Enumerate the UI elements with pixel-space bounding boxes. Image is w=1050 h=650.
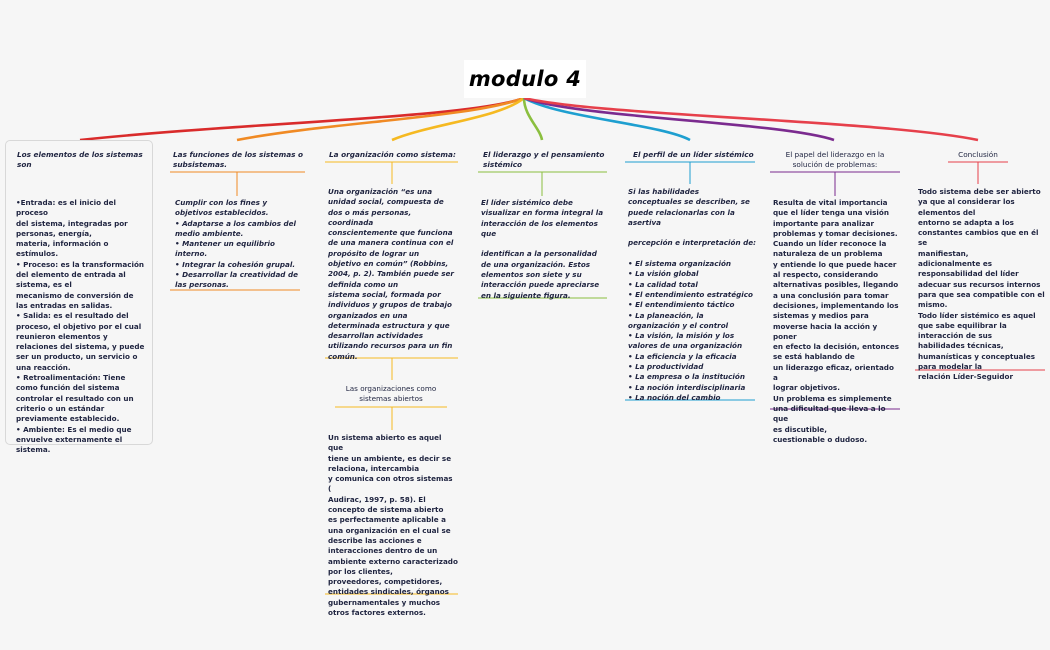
branch-header-liderazgo[interactable]: El liderazgo y el pensamiento sistémico [483, 150, 605, 169]
branch-body-conclusion[interactable]: Todo sistema debe ser abierto ya que al … [918, 187, 1045, 382]
branch-header-papel[interactable]: El papel del liderazgo en la solución de… [785, 150, 885, 169]
branch-header-elementos[interactable]: Los elementos de los sistemas son [17, 150, 143, 169]
branch-line-elementos [79, 96, 525, 142]
branch-body-perfil[interactable]: Si las habilidades conceptuales se descr… [628, 187, 756, 402]
branch-line-perfil [523, 96, 691, 142]
elementos-panel [5, 140, 153, 445]
branch-line-conclusion [523, 96, 979, 142]
branch-line-papel [523, 96, 835, 142]
branch-body-elementos[interactable]: •Entrada: es el inicio del proceso del s… [16, 198, 145, 455]
branch-body-funciones[interactable]: Cumplir con los fines y objetivos establ… [175, 198, 298, 290]
branch-line-liderazgo [522, 97, 544, 141]
branch-header-organizacion[interactable]: La organización como sistema: [329, 150, 456, 159]
branch-body-organizacion[interactable]: Una organización “es una unidad social, … [328, 187, 454, 361]
central-topic-title: modulo 4 [468, 67, 582, 91]
central-topic[interactable]: modulo 4 [464, 60, 586, 98]
branch-header-conclusion[interactable]: Conclusión [958, 150, 998, 159]
branch-header-perfil[interactable]: El perfil de un líder sistémico [633, 150, 754, 159]
sub-body-sistemas-abiertos[interactable]: Un sistema abierto es aquel que tiene un… [328, 433, 458, 618]
branch-header-funciones[interactable]: Las funciones de los sistemas o subsiste… [173, 150, 304, 169]
branch-line-organizacion [391, 96, 525, 142]
branch-line-funciones [236, 96, 525, 142]
sub-header-sistemas-abiertos[interactable]: Las organizaciones como sistemas abierto… [345, 384, 437, 404]
branch-body-liderazgo[interactable]: El líder sistémico debe visualizar en fo… [481, 198, 604, 300]
branch-body-papel[interactable]: Resulta de vital importancia que el líde… [773, 198, 899, 444]
